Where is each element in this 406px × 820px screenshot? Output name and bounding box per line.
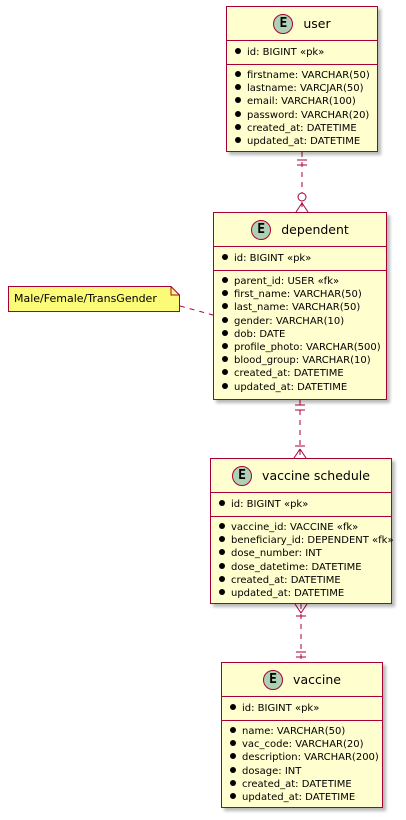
bullet-icon xyxy=(219,549,225,556)
bullet-icon xyxy=(222,277,228,283)
note-text: Male/Female/TransGender xyxy=(14,292,157,305)
bullet-icon xyxy=(222,290,228,297)
entity-primary-key: id: BIGINT «pk» xyxy=(211,493,391,517)
bullet-icon xyxy=(222,382,228,389)
bullet-icon xyxy=(222,254,228,260)
entity-badge-icon: E xyxy=(232,465,253,486)
bullet-icon xyxy=(235,123,241,130)
attribute-row: created_at: DATETIME xyxy=(230,778,374,791)
bullet-icon xyxy=(235,137,241,144)
entity-title: vaccine xyxy=(293,672,341,687)
entity-title: user xyxy=(303,16,331,31)
entity-header: E vaccine schedule xyxy=(211,459,391,493)
attribute-row: beneficiary_id: DEPENDENT «fk» xyxy=(219,534,394,547)
attribute-row: updated_at: DATETIME xyxy=(235,135,369,148)
attribute-row: created_at: DATETIME xyxy=(235,122,369,135)
attribute-row: email: VARCHAR(100) xyxy=(235,95,369,108)
entity-badge-icon: E xyxy=(251,219,272,240)
attribute-row: vaccine_id: VACCINE «fk» xyxy=(219,521,383,534)
bullet-icon xyxy=(222,316,228,323)
bullet-icon xyxy=(235,97,241,104)
attribute-row: updated_at: DATETIME xyxy=(230,791,374,804)
bullet-icon xyxy=(222,329,228,336)
bullet-icon xyxy=(219,523,225,529)
bullet-icon xyxy=(219,575,225,582)
attribute-row: blood_group: VARCHAR(10) xyxy=(222,354,378,367)
entity-vaccine[interactable]: E vaccine id: BIGINT «pk» name: VARCHAR(… xyxy=(221,662,383,808)
entity-attributes: firstname: VARCHAR(50) lastname: VARCJAR… xyxy=(227,65,377,148)
gender-note[interactable]: Male/Female/TransGender xyxy=(8,286,180,312)
attribute-row: created_at: DATETIME xyxy=(219,574,383,587)
bullet-icon xyxy=(230,793,236,800)
note-shape xyxy=(8,286,180,312)
attribute-row: name: VARCHAR(50) xyxy=(230,725,374,738)
attribute-row: gender: VARCHAR(10) xyxy=(222,315,378,328)
rel-schedule-vaccine xyxy=(294,603,308,662)
note-connector xyxy=(179,305,225,319)
entity-badge-icon: E xyxy=(273,13,294,34)
entity-primary-key: id: BIGINT «pk» xyxy=(227,41,377,65)
entity-header: E user xyxy=(227,7,377,41)
rel-user-dependent xyxy=(295,152,309,213)
entity-attributes: name: VARCHAR(50) vac_code: VARCHAR(20) … xyxy=(222,721,382,804)
bullet-icon xyxy=(222,303,228,310)
bullet-icon xyxy=(230,740,236,747)
bullet-icon xyxy=(230,779,236,786)
attribute-row: dose_datetime: DATETIME xyxy=(219,561,383,574)
entity-primary-key: id: BIGINT «pk» xyxy=(222,697,382,721)
attribute-row: description: VARCHAR(200) xyxy=(230,751,379,764)
bullet-icon xyxy=(235,71,241,77)
attribute-row: password: VARCHAR(20) xyxy=(235,109,369,122)
entity-badge-icon: E xyxy=(263,669,284,690)
attribute-row: dose_number: INT xyxy=(219,547,383,560)
attribute-row: profile_photo: VARCHAR(500) xyxy=(222,341,381,354)
attribute-row: dob: DATE xyxy=(222,328,378,341)
entity-user[interactable]: E user id: BIGINT «pk» firstname: VARCHA… xyxy=(226,6,378,152)
bullet-icon xyxy=(219,500,225,506)
bullet-icon xyxy=(219,536,225,543)
entity-title: dependent xyxy=(281,222,349,237)
entity-title: vaccine schedule xyxy=(262,468,370,483)
attribute-row: parent_id: USER «fk» xyxy=(222,275,378,288)
attribute-row: dosage: INT xyxy=(230,765,374,778)
entity-vaccine-schedule[interactable]: E vaccine schedule id: BIGINT «pk» vacci… xyxy=(210,458,394,604)
bullet-icon xyxy=(230,704,236,710)
bullet-icon xyxy=(230,766,236,773)
bullet-icon xyxy=(235,110,241,117)
bullet-icon xyxy=(219,562,225,569)
entity-attributes: vaccine_id: VACCINE «fk» beneficiary_id:… xyxy=(211,517,394,600)
attribute-row: updated_at: DATETIME xyxy=(222,381,378,394)
attribute-row: first_name: VARCHAR(50) xyxy=(222,288,378,301)
bullet-icon xyxy=(222,369,228,376)
attribute-row: updated_at: DATETIME xyxy=(219,587,383,600)
entity-attributes: parent_id: USER «fk» first_name: VARCHAR… xyxy=(214,271,386,394)
entity-dependent[interactable]: E dependent id: BIGINT «pk» parent_id: U… xyxy=(213,212,387,400)
attribute-row: created_at: DATETIME xyxy=(222,367,378,380)
bullet-icon xyxy=(235,84,241,91)
attribute-row: lastname: VARCJAR(50) xyxy=(235,82,369,95)
entity-header: E vaccine xyxy=(222,663,382,697)
attribute-row: last_name: VARCHAR(50) xyxy=(222,301,378,314)
bullet-icon xyxy=(235,48,241,54)
bullet-icon xyxy=(230,753,236,760)
bullet-icon xyxy=(222,343,228,350)
bullet-icon xyxy=(230,727,236,733)
rel-dependent-schedule xyxy=(293,400,307,459)
attribute-row: vac_code: VARCHAR(20) xyxy=(230,738,374,751)
bullet-icon xyxy=(222,356,228,363)
attribute-row: firstname: VARCHAR(50) xyxy=(235,69,370,82)
entity-primary-key: id: BIGINT «pk» xyxy=(214,247,386,271)
bullet-icon xyxy=(219,589,225,596)
entity-header: E dependent xyxy=(214,213,386,247)
